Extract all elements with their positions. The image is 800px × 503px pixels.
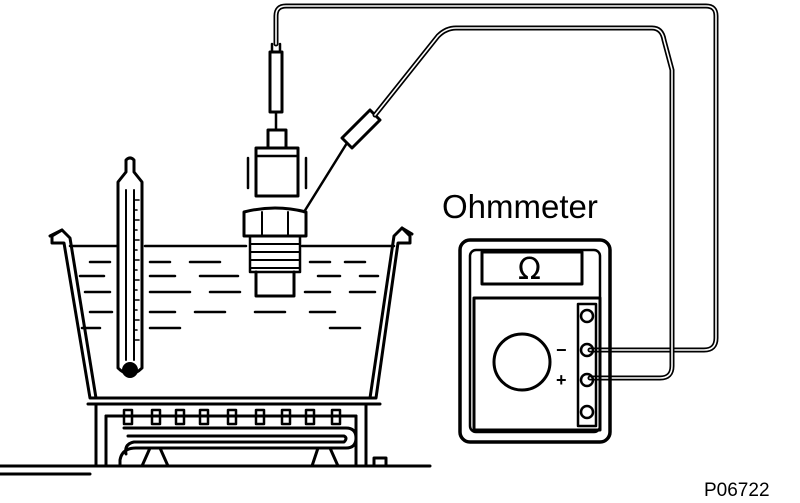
probe-1	[268, 50, 284, 114]
water	[68, 244, 396, 330]
ohmmeter	[458, 238, 612, 444]
burner-pipe	[118, 426, 358, 468]
temperature-sensor	[242, 128, 308, 298]
burner-stand	[0, 402, 432, 476]
ohmmeter-display	[480, 250, 584, 286]
thermometer	[116, 156, 144, 378]
terminal-minus[interactable]	[579, 342, 595, 358]
thermometer-body	[116, 156, 144, 376]
terminal-4	[579, 404, 595, 420]
thermometer-bulb	[122, 362, 138, 378]
test-leads	[268, 3, 719, 381]
ohm-symbol: Ω	[518, 252, 541, 287]
tank-left-wall	[48, 228, 98, 400]
ohmmeter-case	[458, 238, 612, 444]
plus-sign: +	[556, 370, 567, 390]
terminal-1	[579, 308, 595, 324]
minus-sign: −	[556, 340, 567, 360]
ohmmeter-panel	[472, 296, 602, 432]
terminal-plus[interactable]	[579, 372, 595, 388]
ohmmeter-label: Ohmmeter	[442, 188, 598, 225]
tank-right-wall	[368, 226, 414, 400]
sensor-hex-nut	[242, 206, 308, 238]
water-tank	[48, 226, 414, 406]
figure-id: P06722	[704, 480, 770, 501]
probe-2	[340, 108, 382, 150]
ohmmeter-dial	[492, 332, 552, 392]
thermometer-scale	[133, 199, 140, 341]
sensor-thread	[248, 234, 302, 274]
burner-jets	[122, 408, 342, 426]
table-line	[0, 464, 432, 476]
